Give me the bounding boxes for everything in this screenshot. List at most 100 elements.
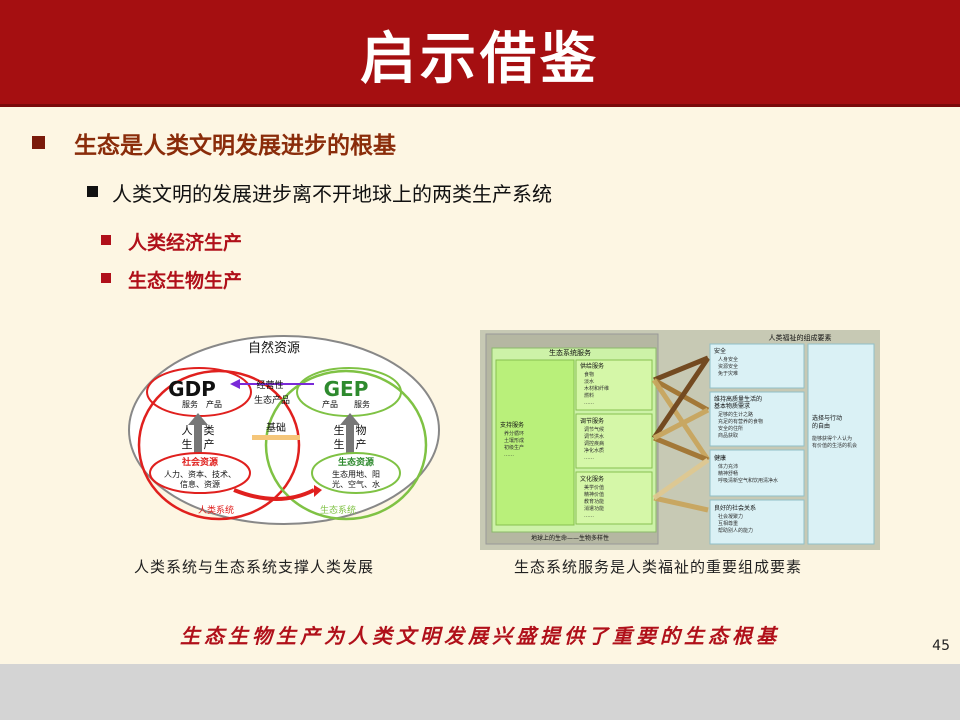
bullet-level2-text: 人类文明的发展进步离不开地球上的两类生产系统 — [112, 182, 552, 206]
eco-system-circle — [264, 369, 428, 521]
svg-text:良好的社会关系: 良好的社会关系 — [714, 504, 756, 512]
svg-text:选择与行动: 选择与行动 — [812, 414, 842, 422]
title-banner — [0, 0, 960, 104]
bullet-level3-text-1: 人类经济生产 — [128, 232, 243, 254]
human-production-arrow — [194, 425, 202, 453]
bullet-level1-text: 生态是人类文明发展进步的根基 — [74, 133, 396, 159]
supply-label: 供给服务 — [580, 362, 604, 370]
cycle-arrow — [233, 488, 315, 501]
page-number: 45 — [932, 638, 950, 654]
ess-title: 生态系统服务 — [549, 348, 591, 357]
bullet-square-level3 — [101, 273, 111, 283]
svg-text:充足的有营养的食物: 充足的有营养的食物 — [718, 418, 763, 425]
svg-text:燃料: 燃料 — [584, 392, 594, 399]
culture-label: 文化服务 — [580, 475, 604, 483]
svg-text:净化水质: 净化水质 — [584, 447, 604, 454]
support-label: 支持服务 — [500, 421, 524, 429]
arrow-operational-head — [230, 379, 240, 389]
gep-label: GEP — [324, 377, 369, 401]
health-box — [709, 449, 805, 497]
social-resources-label: 社会资源 — [181, 456, 218, 468]
svg-text:食物: 食物 — [584, 371, 594, 378]
svg-text:有价值的生活的机会: 有价值的生活的机会 — [812, 442, 857, 449]
gdp-sub-label: 服务 产品 — [182, 399, 222, 409]
operational-label: 经营性 — [256, 379, 283, 391]
bio-production-label-2: 生 产 — [334, 437, 367, 451]
social-resources-items: 人力、资本、技术、 — [164, 469, 236, 479]
svg-text:……: …… — [584, 513, 594, 519]
slide-title: 启示借鉴 — [360, 27, 600, 92]
supply-box — [575, 359, 653, 411]
svg-text:……: …… — [584, 400, 594, 406]
svg-text:淡水: 淡水 — [584, 378, 594, 385]
svg-text:……: …… — [504, 452, 514, 458]
svg-text:资源安全: 资源安全 — [718, 363, 738, 370]
linkage-arrows — [651, 355, 711, 513]
svg-text:互相尊重: 互相尊重 — [718, 520, 738, 527]
basic-needs-box — [709, 391, 805, 447]
svg-text:呼吸清新空气和饮用清净水: 呼吸清新空气和饮用清净水 — [718, 477, 778, 484]
basis-label: 基础 — [266, 421, 286, 434]
svg-text:……: …… — [584, 455, 594, 461]
svg-text:免于灾难: 免于灾难 — [718, 370, 738, 377]
svg-text:安全: 安全 — [714, 347, 726, 355]
svg-text:人身安全: 人身安全 — [718, 356, 738, 363]
biodiversity-label: 地球上的生命——生物多样性 — [531, 534, 609, 542]
svg-text:调节气候: 调节气候 — [584, 426, 604, 433]
eco-resources-items: 生态用地、阳 — [332, 469, 380, 479]
security-box — [709, 343, 805, 389]
bullet-square-level3 — [101, 235, 111, 245]
svg-text:社会凝聚力: 社会凝聚力 — [718, 513, 743, 520]
footer-bar — [0, 664, 960, 720]
regulate-box — [575, 413, 653, 469]
eco-resources-label: 生态资源 — [338, 456, 374, 468]
eco-resources-items-2: 光、空气、水 — [332, 479, 380, 489]
left-figure-caption: 人类系统与生态系统支撑人类发展 — [134, 558, 375, 576]
svg-text:维持高质量生活的: 维持高质量生活的 — [714, 395, 762, 403]
svg-text:足够的生计之路: 足够的生计之路 — [718, 411, 753, 418]
bullet-square-level1 — [32, 136, 45, 149]
eco-resources-ellipse — [311, 452, 401, 494]
bio-production-label: 生 物 — [334, 423, 367, 437]
svg-text:健康: 健康 — [714, 454, 726, 462]
bullet-level3-text-2: 生态生物生产 — [128, 270, 243, 292]
svg-text:精神舒畅: 精神舒畅 — [718, 470, 738, 477]
svg-text:美学价值: 美学价值 — [584, 484, 604, 491]
basis-bar — [252, 435, 300, 440]
svg-text:安全的住所: 安全的住所 — [718, 425, 743, 432]
gep-sub-label: 产品 服务 — [322, 399, 370, 409]
svg-text:的自由: 的自由 — [812, 422, 830, 430]
support-box — [495, 359, 575, 526]
conclusion-text: 生态生物生产为人类文明发展兴盛提供了重要的生态根基 — [180, 624, 780, 648]
svg-text:基本物质需求: 基本物质需求 — [714, 402, 750, 410]
freedom-box — [807, 343, 875, 545]
eco-products-label: 生态产品 — [254, 394, 290, 406]
bullet-square-level2 — [87, 186, 98, 197]
svg-text:木材和纤维: 木材和纤维 — [584, 385, 609, 392]
gdp-label: GDP — [168, 377, 216, 401]
human-production-label: 人 类 — [182, 423, 215, 437]
right-figure-caption: 生态系统服务是人类福祉的重要组成要素 — [514, 558, 803, 576]
social-relations-box — [709, 499, 805, 545]
svg-text:土壤形成: 土壤形成 — [504, 437, 524, 444]
svg-text:帮助别人的能力: 帮助别人的能力 — [718, 527, 753, 534]
natural-resources-ellipse — [128, 335, 440, 525]
human-system-label: 人类系统 — [198, 504, 234, 516]
social-resources-ellipse — [149, 452, 251, 494]
svg-text:体力充沛: 体力充沛 — [718, 463, 738, 470]
svg-text:初级生产: 初级生产 — [504, 444, 524, 451]
svg-text:能够获得个人认为: 能够获得个人认为 — [812, 435, 852, 442]
svg-text:调控疾病: 调控疾病 — [584, 440, 604, 447]
human-system-circle — [137, 369, 301, 521]
regulate-label: 调节服务 — [580, 417, 604, 425]
svg-text:养分循环: 养分循环 — [504, 430, 524, 437]
svg-text:教育功能: 教育功能 — [584, 498, 604, 505]
banner-divider — [0, 104, 960, 107]
bio-production-arrow — [346, 425, 354, 453]
svg-text:调节洪水: 调节洪水 — [584, 433, 604, 440]
natural-resources-label: 自然资源 — [248, 340, 300, 356]
wellbeing-title: 人类福祉的组成要素 — [769, 333, 832, 342]
human-production-label-2: 生 产 — [182, 437, 215, 451]
svg-text:精神价值: 精神价值 — [584, 491, 604, 498]
ecosystem-services-diagram: 生态系统服务 支持服务 养分循环 土壤形成 初级生产 …… 供给服务 食物 淡水… — [480, 330, 880, 550]
